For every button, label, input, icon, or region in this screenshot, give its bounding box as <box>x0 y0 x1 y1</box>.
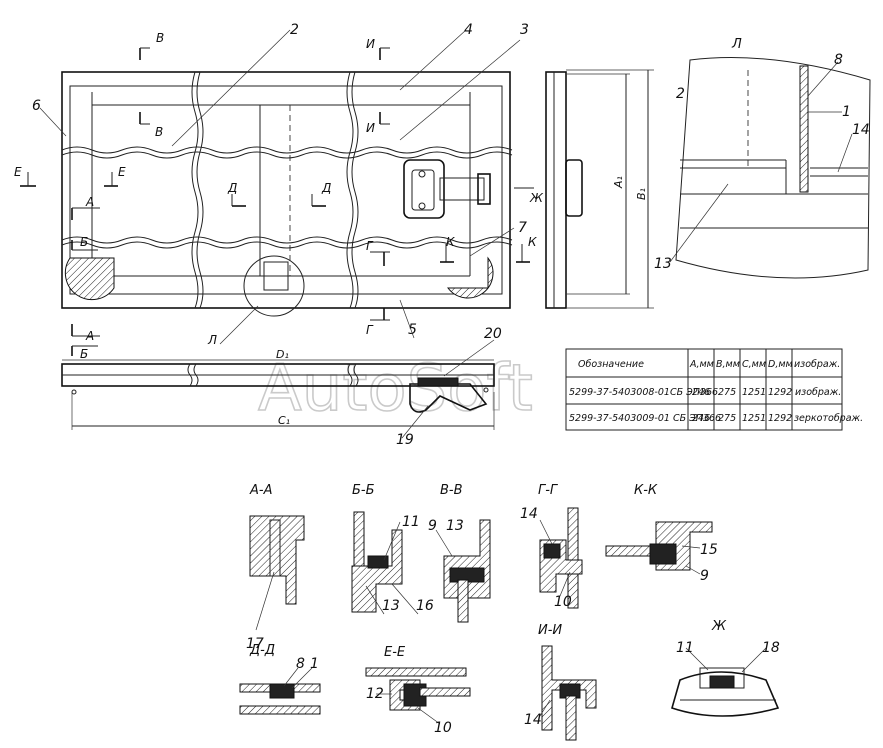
section-ee-title: Е-Е <box>384 645 406 660</box>
table-row-2-a: 246 <box>692 413 710 424</box>
section-bb-callout-11: 11 <box>402 514 420 530</box>
table-row-2-c: 1251 <box>742 413 766 424</box>
view-zh-callout-18: 18 <box>762 640 780 656</box>
section-mark-i-bottom: И <box>366 121 375 135</box>
spec-table: Обозначение А,мм В,мм С,мм D,мм изображ.… <box>565 348 863 431</box>
section-gg: Г-Г 14 10 <box>520 483 583 610</box>
detail-l-callout-1: 1 <box>842 104 851 120</box>
callout-7: 7 <box>518 220 527 236</box>
section-ee: Е-Е 12 10 <box>365 645 471 736</box>
section-dd-title: Д-Д <box>249 643 275 658</box>
section-mark-e-right: Е <box>118 165 126 179</box>
section-kk: К-К 15 9 <box>605 483 718 584</box>
callout-19: 19 <box>396 432 414 448</box>
section-vv-callout-13: 13 <box>446 518 464 534</box>
dim-b: В₁ <box>635 188 648 200</box>
section-ee-callout-12: 12 <box>366 686 384 702</box>
section-ii-title: И-И <box>538 623 562 638</box>
section-gg-callout-10: 10 <box>554 594 572 610</box>
table-row-1-view: изображ. <box>795 387 841 398</box>
table-header-b: В,мм <box>716 359 740 370</box>
table-row-2-view: зеркотображ. <box>794 413 863 424</box>
detail-l-callout-8: 8 <box>834 52 843 68</box>
section-dd: Д-Д 8 1 <box>239 643 321 715</box>
section-mark-v-bottom: В <box>155 125 163 139</box>
section-vv-callout-9: 9 <box>428 518 437 534</box>
section-mark-a-bottom: А <box>85 329 94 343</box>
table-header-a: А,мм <box>689 359 714 370</box>
view-zh-callout-11: 11 <box>676 640 694 656</box>
table-header-designation: Обозначение <box>578 359 644 370</box>
section-mark-e-left: Е <box>14 165 22 179</box>
section-kk-title: К-К <box>634 483 658 498</box>
section-kk-callout-9: 9 <box>700 568 709 584</box>
table-header-view: изображ. <box>794 359 840 370</box>
section-ii-callout-14: 14 <box>524 712 542 728</box>
watermark: AutoSoft <box>258 352 533 426</box>
section-mark-g-top: Г <box>366 239 374 253</box>
section-mark-d-left: Д <box>227 181 237 195</box>
bottom-view: D₁ С₁ 20 19 <box>61 326 502 448</box>
main-view-labels: В В И И Е Е А А Б Б Д Д Г Г К К Ж Л 2 4 … <box>14 22 544 361</box>
side-view: А₁ В₁ <box>545 69 654 309</box>
table-row-1-b: 275 <box>718 387 736 398</box>
callout-6: 6 <box>32 98 41 114</box>
main-view <box>20 29 534 356</box>
table-row-1-d: 1292 <box>768 387 792 398</box>
view-zh: Ж 11 18 <box>671 619 780 717</box>
dim-c: С₁ <box>278 414 290 427</box>
section-vv-title: В-В <box>440 483 463 498</box>
section-gg-callout-14: 14 <box>520 506 538 522</box>
table-row-1-designation: 5299-37-5403008-01СБ ЭП366 <box>569 387 718 398</box>
detail-l-title: Л <box>731 37 742 52</box>
section-aa-callout-17: 17 <box>246 636 264 652</box>
dim-a: А₁ <box>612 176 625 189</box>
section-mark-b-top: Б <box>80 235 88 249</box>
table-row-2-d: 1292 <box>768 413 792 424</box>
section-bb-title: Б-Б <box>352 483 375 498</box>
section-mark-zh: Ж <box>529 191 544 205</box>
detail-l: Л 2 8 1 14 13 <box>654 37 871 279</box>
section-kk-callout-15: 15 <box>700 542 718 558</box>
section-mark-l: Л <box>207 333 217 347</box>
callout-2: 2 <box>290 22 299 38</box>
section-dd-callout-1: 1 <box>310 656 319 672</box>
table-row-2-b: 275 <box>718 413 736 424</box>
section-mark-b-bottom: Б <box>80 347 88 361</box>
callout-3: 3 <box>520 22 529 38</box>
section-bb-callout-16: 16 <box>416 598 434 614</box>
section-mark-g-bottom: Г <box>366 323 374 337</box>
section-aa-title: А-А <box>249 483 272 498</box>
section-mark-k-left: К <box>446 235 455 249</box>
table-header-c: С,мм <box>742 359 766 370</box>
section-mark-i-top: И <box>366 37 375 51</box>
section-mark-v-top: В <box>156 31 164 45</box>
callout-5: 5 <box>408 322 417 338</box>
view-zh-title: Ж <box>711 619 727 634</box>
detail-l-callout-13: 13 <box>654 256 672 272</box>
dim-d: D₁ <box>276 348 289 361</box>
detail-l-callout-2: 2 <box>676 86 685 102</box>
section-bb-callout-13: 13 <box>382 598 400 614</box>
callout-4: 4 <box>464 22 473 38</box>
section-gg-title: Г-Г <box>538 483 559 498</box>
section-aa: А-А 17 <box>246 483 305 652</box>
section-dd-callout-8: 8 <box>296 656 305 672</box>
callout-20: 20 <box>484 326 502 342</box>
section-mark-d-right: Д <box>321 181 331 195</box>
section-ii: И-И 14 <box>524 623 597 741</box>
section-ee-callout-10: 10 <box>434 720 452 736</box>
table-row-1-a: 246 <box>692 387 710 398</box>
table-header-d: D,мм <box>768 359 793 370</box>
section-vv: В-В 9 13 <box>428 483 491 623</box>
table-row-2-designation: 5299-37-5403009-01 СБ ЭП366 <box>569 413 721 424</box>
section-mark-k-right: К <box>528 235 537 249</box>
section-mark-a-top: А <box>85 195 94 209</box>
detail-l-callout-14: 14 <box>852 122 870 138</box>
section-bb: Б-Б 11 13 16 <box>351 483 434 615</box>
table-row-1-c: 1251 <box>742 387 766 398</box>
